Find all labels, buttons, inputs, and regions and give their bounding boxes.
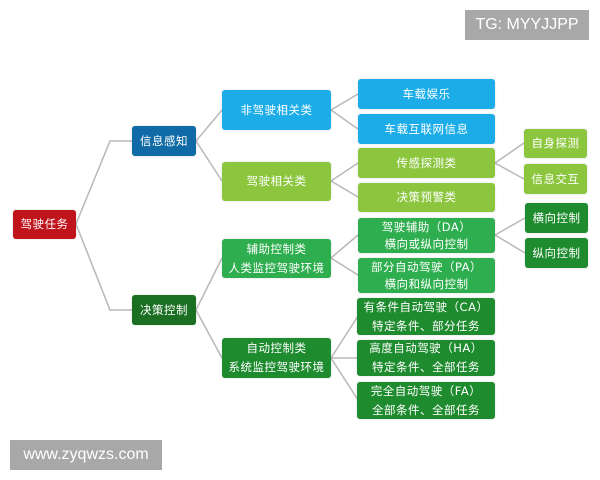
node-vehicle-entertainment: 车载娱乐 [358, 79, 495, 109]
node-label: 车载娱乐 [402, 86, 451, 101]
node-label-line2: 系统监控驾驶环境 [228, 360, 325, 374]
node-label-line2: 横向和纵向控制 [384, 276, 469, 291]
node-sensing-detection: 传感探测类 [358, 148, 495, 178]
node-label-line1: 高度自动驾驶（HA） [369, 341, 483, 355]
node-auto-control: 自动控制类 系统监控驾驶环境 [222, 338, 331, 378]
node-label-line2: 横向或纵向控制 [384, 236, 469, 251]
watermark-bottom-left: www.zyqwzs.com [10, 440, 162, 470]
node-label-line1: 辅助控制类 [246, 241, 307, 256]
node-high-automation-ha: 高度自动驾驶（HA） 特定条件、全部任务 [357, 340, 495, 376]
node-label-line2: 全部条件、全部任务 [372, 402, 480, 417]
node-label: 车载互联网信息 [384, 121, 469, 136]
node-label: 纵向控制 [532, 245, 581, 260]
node-label-line2: 人类监控驾驶环境 [228, 260, 325, 275]
node-label-line2: 特定条件、全部任务 [372, 360, 480, 374]
node-decision-warning: 决策预警类 [358, 183, 495, 212]
node-label: 信息感知 [140, 133, 188, 148]
node-label: 非驾驶相关类 [240, 102, 313, 117]
node-label-line1: 有条件自动驾驶（CA） [363, 299, 489, 314]
node-info-perception: 信息感知 [132, 126, 196, 156]
node-label: 传感探测类 [396, 155, 457, 170]
watermark-top-right: TG: MYYJJPP [465, 10, 589, 40]
node-assist-control: 辅助控制类 人类监控驾驶环境 [222, 239, 331, 278]
node-label: 横向控制 [532, 210, 581, 225]
node-driving-related: 驾驶相关类 [222, 162, 331, 201]
node-full-automation-fa: 完全自动驾驶（FA） 全部条件、全部任务 [357, 382, 495, 419]
node-label: 自身探测 [531, 136, 580, 150]
node-conditional-automation-ca: 有条件自动驾驶（CA） 特定条件、部分任务 [357, 298, 495, 335]
node-label-line1: 部分自动驾驶（PA） [370, 259, 483, 274]
node-driving-task: 驾驶任务 [13, 210, 76, 239]
node-label-line2: 特定条件、部分任务 [372, 318, 480, 333]
node-label: 驾驶相关类 [246, 174, 307, 188]
node-self-detection: 自身探测 [524, 129, 587, 158]
node-lateral-control: 横向控制 [525, 203, 588, 233]
node-driver-assistance-da: 驾驶辅助（DA） 横向或纵向控制 [358, 218, 495, 253]
node-decision-control: 决策控制 [132, 295, 196, 325]
node-label: 决策控制 [140, 302, 188, 317]
node-longitudinal-control: 纵向控制 [525, 238, 588, 268]
node-label: 决策预警类 [396, 190, 457, 204]
node-vehicle-internet-info: 车载互联网信息 [358, 114, 495, 144]
node-non-driving-related: 非驾驶相关类 [222, 90, 331, 130]
node-info-exchange: 信息交互 [524, 164, 587, 194]
node-partial-automation-pa: 部分自动驾驶（PA） 横向和纵向控制 [358, 258, 495, 293]
node-label-line1: 自动控制类 [246, 341, 307, 355]
node-label: 信息交互 [531, 171, 580, 186]
node-label: 驾驶任务 [20, 217, 69, 231]
node-label-line1: 完全自动驾驶（FA） [370, 383, 482, 398]
node-label-line1: 驾驶辅助（DA） [381, 219, 472, 234]
